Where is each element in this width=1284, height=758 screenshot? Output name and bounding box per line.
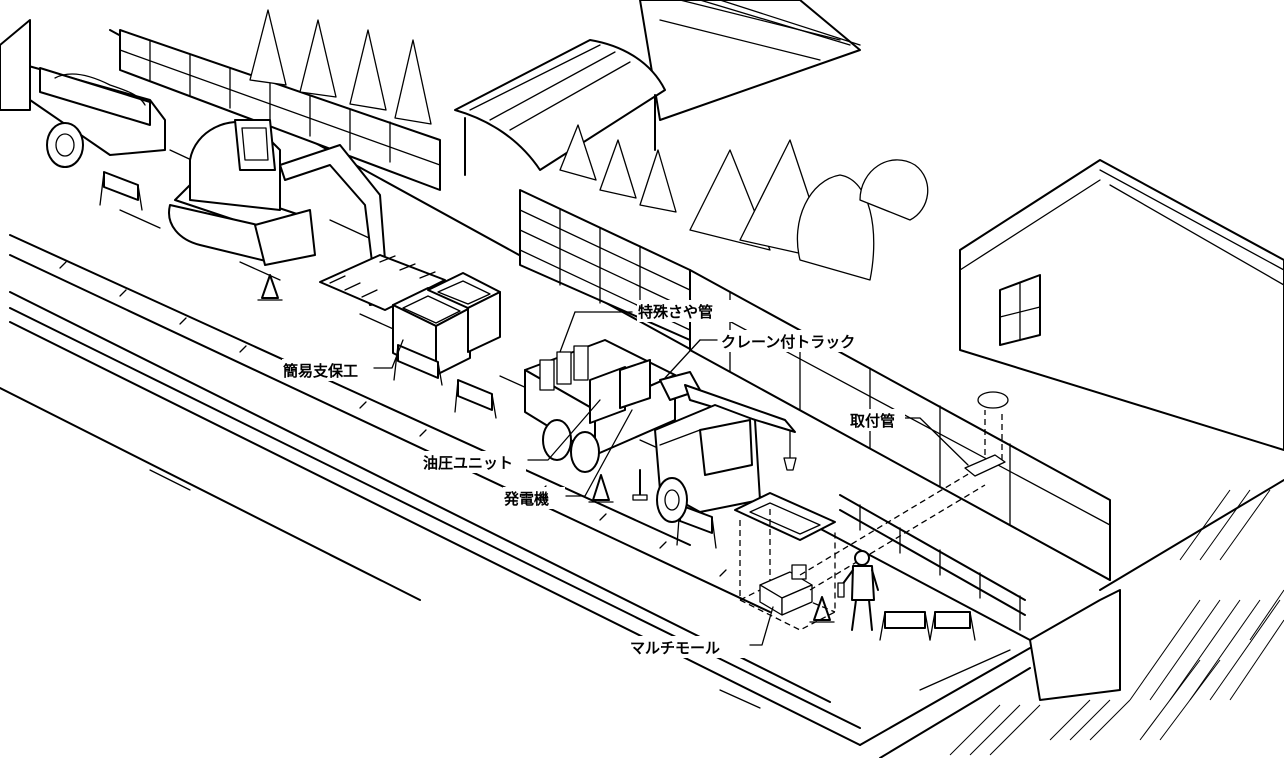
label-lateral-pipe: 取付管: [850, 412, 895, 430]
labels: 特殊さや管 クレーン付トラック 簡易支保工 油圧ユニット 発電機 取付管 マルチ…: [282, 300, 905, 658]
label-hydraulic-unit: 油圧ユニット: [423, 454, 513, 472]
crane-truck: [524, 339, 797, 523]
multi-mole-machine: [759, 564, 813, 616]
label-crane-truck: クレーン付トラック: [721, 333, 855, 351]
lateral-pipe-dashed: [799, 391, 1009, 591]
railing: [839, 494, 1026, 631]
excavator: [168, 119, 401, 306]
label-simple-shoring: 簡易支保工: [283, 362, 358, 380]
road-barriers: [99, 171, 976, 641]
manhole-shaft: [734, 492, 836, 631]
label-multi-mole: マルチモール: [630, 639, 720, 657]
leader-lines: [373, 311, 969, 646]
label-special-sheath-pipe: 特殊さや管: [638, 303, 713, 321]
label-generator: 発電機: [503, 490, 549, 508]
excavation-pit: [319, 254, 446, 311]
worker: [837, 550, 879, 631]
dump-truck: [0, 19, 166, 168]
